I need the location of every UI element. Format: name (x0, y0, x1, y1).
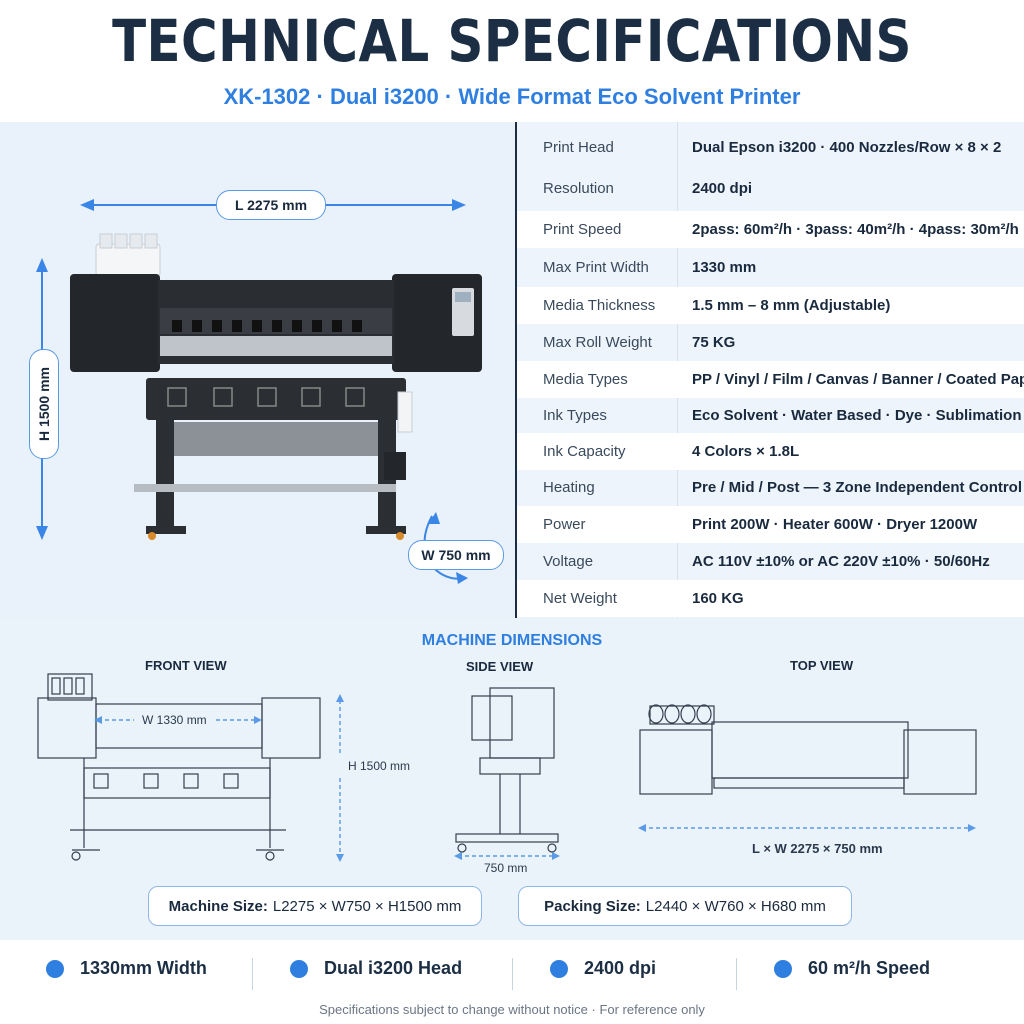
spec-value: 2400 dpi (692, 180, 753, 197)
spec-label: Max Print Width (543, 259, 649, 276)
spec-value: Dual Epson i3200 · 400 Nozzles/Row × 8 ×… (692, 139, 1002, 156)
spec-row: Voltage AC 110V ±10% or AC 220V ±10% · 50… (517, 543, 1024, 580)
dimensions-panel: MACHINE DIMENSIONS FRONT VIEW SIDE VIEW … (0, 618, 1024, 940)
spec-value: AC 110V ±10% or AC 220V ±10% · 50/60Hz (692, 553, 990, 570)
spec-row: Ink Types Eco Solvent · Water Based · Dye… (517, 397, 1024, 434)
spec-label: Media Thickness (543, 297, 656, 314)
spec-label: Net Weight (543, 590, 617, 607)
spec-row: Max Print Width 1330 mm (517, 249, 1024, 286)
packing-size-value: L2440 × W760 × H680 mm (645, 897, 826, 915)
spec-label: Ink Types (543, 407, 607, 424)
spec-value: Pre / Mid / Post — 3 Zone Independent Co… (692, 479, 1023, 496)
feature-label: Dual i3200 Head (324, 958, 463, 978)
page-title: TECHNICAL SPECIFICATIONS (112, 7, 912, 75)
spec-label: Heating (543, 479, 595, 496)
spec-value: 2pass: 60m²/h · 3pass: 40m²/h · 4pass: 3… (692, 221, 1019, 238)
spec-row: Print Speed 2pass: 60m²/h · 3pass: 40m²/h… (517, 211, 1024, 248)
spec-value: 1.5 mm – 8 mm (Adjustable) (692, 297, 891, 314)
length-dimension-label: L 2275 mm (216, 190, 326, 220)
page-subtitle: XK-1302 · Dual i3200 · Wide Format Eco S… (223, 84, 801, 109)
bullet-dot-icon (46, 959, 64, 978)
spec-label: Max Roll Weight (543, 334, 652, 351)
spec-row: Media Types PP / Vinyl / Film / Canvas / … (517, 361, 1024, 398)
printer-illustration (36, 199, 482, 584)
feature-bar: 1330mm Width Dual i3200 Head 2400 dpi 60… (0, 940, 1024, 1004)
feature-label: 1330mm Width (80, 958, 207, 978)
machine-size-box: Machine Size: L2275 × W750 × H1500 mm (148, 886, 482, 926)
spec-label: Voltage (543, 553, 594, 570)
spec-value: 75 KG (692, 334, 736, 351)
feature-separator (736, 958, 737, 990)
spec-row: Print Head Dual Epson i3200 · 400 Nozzles… (517, 129, 1024, 166)
spec-value: 160 KG (692, 590, 744, 607)
spec-label: Media Types (543, 371, 628, 388)
feature-item: 1330mm Width (46, 958, 207, 979)
machine-size-value: L2275 × W750 × H1500 mm (272, 897, 462, 915)
front-width-dimension: W 1330 mm (142, 713, 207, 727)
side-view-label: SIDE VIEW (466, 659, 534, 674)
top-size-dimension: L × W 2275 × 750 mm (752, 841, 883, 856)
bullet-dot-icon (550, 959, 568, 978)
side-depth-dimension: 750 mm (484, 861, 528, 875)
bullet-dot-icon (774, 959, 792, 978)
spec-row: Heating Pre / Mid / Post — 3 Zone Indepen… (517, 469, 1024, 506)
feature-separator (252, 958, 253, 990)
top-panel: L 2275 mm H 1500 mm W 750 mm Print Head D… (0, 122, 1024, 618)
spec-label: Resolution (543, 180, 614, 197)
feature-separator (512, 958, 513, 990)
feature-label: 2400 dpi (584, 958, 657, 978)
spec-row: Net Weight 160 KG (517, 580, 1024, 617)
spec-value: PP / Vinyl / Film / Canvas / Banner / Co… (692, 371, 1024, 388)
packing-size-box: Packing Size: L2440 × W760 × H680 mm (518, 886, 852, 926)
spec-row: Ink Capacity 4 Colors × 1.8L (517, 433, 1024, 470)
spec-value: Print 200W · Heater 600W · Dryer 1200W (692, 516, 978, 533)
spec-table: Print Head Dual Epson i3200 · 400 Nozzles… (517, 122, 1024, 618)
spec-label: Ink Capacity (543, 443, 626, 460)
spec-label: Power (543, 516, 586, 533)
panel-divider (515, 122, 517, 618)
width-dimension-label: W 750 mm (408, 540, 504, 570)
bullet-dot-icon (290, 959, 308, 978)
feature-item: Dual i3200 Head (290, 958, 462, 979)
spec-value: 4 Colors × 1.8L (692, 443, 800, 460)
top-view-label: TOP VIEW (790, 658, 854, 673)
printer-photo-area: L 2275 mm H 1500 mm W 750 mm (0, 122, 516, 618)
spec-row: Resolution 2400 dpi (517, 170, 1024, 207)
spec-row: Max Roll Weight 75 KG (517, 324, 1024, 361)
dimensions-title: MACHINE DIMENSIONS (421, 632, 603, 649)
feature-label: 60 m²/h Speed (808, 958, 931, 978)
spec-label: Print Speed (543, 221, 622, 238)
spec-value: Eco Solvent · Water Based · Dye · Sublim… (692, 407, 1022, 424)
spec-row: Power Print 200W · Heater 600W · Dryer 12… (517, 506, 1024, 543)
dimension-drawings (37, 673, 977, 862)
feature-item: 60 m²/h Speed (774, 958, 930, 979)
front-height-dimension: H 1500 mm (348, 759, 411, 773)
front-view-label: FRONT VIEW (145, 658, 227, 673)
feature-item: 2400 dpi (550, 958, 656, 979)
machine-size-label: Machine Size: (168, 897, 268, 915)
spec-value: 1330 mm (692, 259, 757, 276)
header: TECHNICAL SPECIFICATIONS XK-1302 · Dual … (0, 0, 1024, 122)
footer-disclaimer: Specifications subject to change without… (319, 1002, 705, 1017)
height-dimension-label: H 1500 mm (29, 349, 59, 459)
packing-size-label: Packing Size: (544, 897, 641, 915)
spec-row: Media Thickness 1.5 mm – 8 mm (Adjustable… (517, 287, 1024, 324)
spec-label: Print Head (543, 139, 614, 156)
